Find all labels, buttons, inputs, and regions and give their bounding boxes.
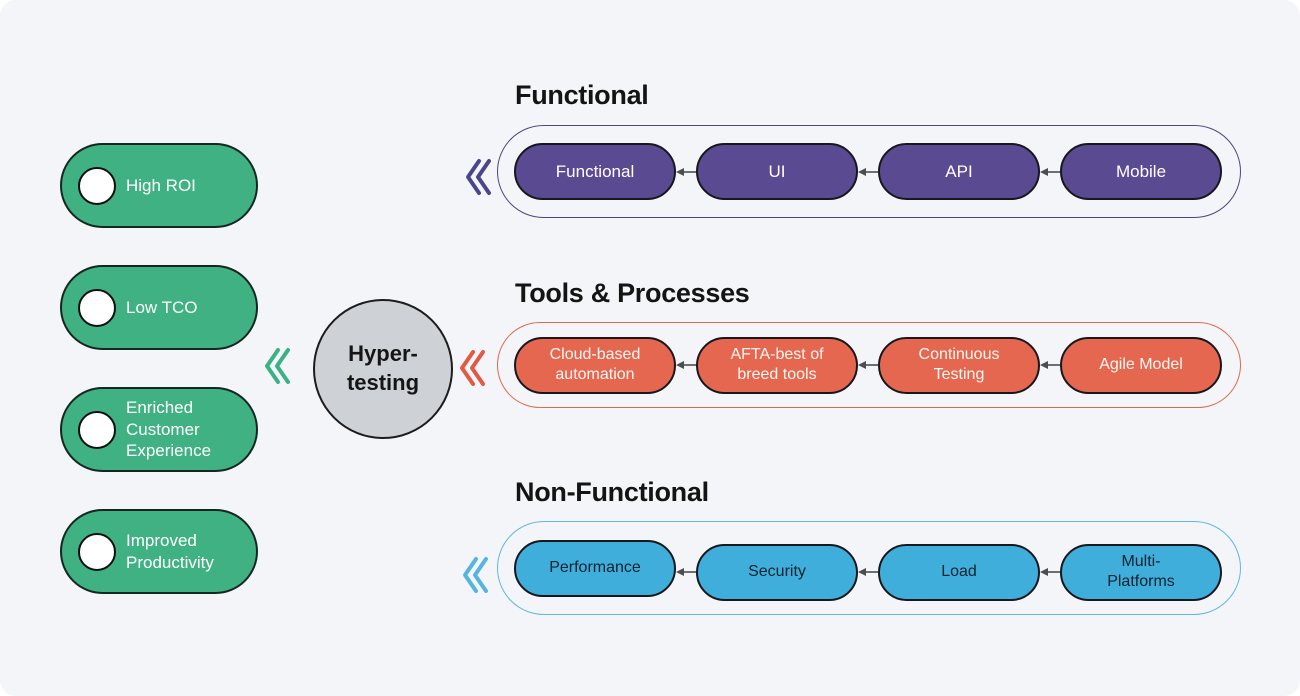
- arrow-left-icon: [1040, 566, 1060, 578]
- pill-security: Security: [696, 543, 858, 601]
- non-functional-track: Performance Security Load Multi-Platform…: [497, 521, 1241, 615]
- arrow-left-icon: [676, 166, 696, 178]
- group-title-non-functional: Non-Functional: [515, 477, 709, 507]
- benefit-enriched-customer-experience: Enriched Customer Experience: [60, 387, 258, 472]
- bullet-circle-icon: [78, 410, 116, 449]
- benefit-label: Improved Productivity: [126, 530, 214, 572]
- arrow-left-icon: [858, 166, 878, 178]
- arrow-left-icon: [1040, 359, 1060, 371]
- bullet-circle-icon: [78, 532, 116, 571]
- double-chevron-left-icon: [263, 346, 290, 386]
- double-chevron-left-icon: [464, 157, 491, 197]
- pill-afta-best-of-breed-tools: AFTA-best of breed tools: [696, 336, 858, 394]
- group-title-functional: Functional: [515, 80, 649, 110]
- pill-ui: UI: [696, 143, 858, 200]
- pill-mobile: Mobile: [1060, 143, 1222, 200]
- arrow-left-icon: [858, 566, 878, 578]
- tools-processes-track: Cloud-based automation AFTA-best of bree…: [497, 322, 1241, 408]
- pill-agile-model: Agile Model: [1060, 336, 1222, 394]
- double-chevron-left-icon: [461, 555, 488, 595]
- arrow-left-icon: [676, 359, 696, 371]
- bullet-circle-icon: [78, 166, 116, 205]
- arrow-left-icon: [1040, 166, 1060, 178]
- arrow-left-icon: [676, 566, 696, 578]
- hub-label: Hyper-testing: [346, 341, 420, 395]
- benefit-high-roi: High ROI: [60, 143, 258, 228]
- benefit-low-tco: Low TCO: [60, 265, 258, 350]
- double-chevron-left-icon: [458, 348, 485, 388]
- benefit-label: Enriched Customer Experience: [126, 397, 212, 461]
- pill-api: API: [878, 143, 1040, 200]
- group-title-tools-processes: Tools & Processes: [515, 278, 750, 308]
- benefit-improved-productivity: Improved Productivity: [60, 509, 258, 594]
- pill-performance: Performance: [514, 539, 676, 597]
- benefit-label: Low TCO: [126, 297, 198, 317]
- pill-load: Load: [878, 543, 1040, 601]
- functional-track: Functional UI API Mobile: [497, 125, 1241, 218]
- benefit-label: High ROI: [126, 175, 196, 195]
- bullet-circle-icon: [78, 288, 116, 327]
- pill-continuous-testing: Continuous Testing: [878, 336, 1040, 394]
- pill-cloud-based-automation: Cloud-based automation: [514, 336, 676, 394]
- hub-circle: Hyper-testing: [313, 299, 453, 439]
- arrow-left-icon: [858, 359, 878, 371]
- pill-functional: Functional: [514, 143, 676, 200]
- pill-multi-platforms: Multi-Platforms: [1060, 543, 1222, 601]
